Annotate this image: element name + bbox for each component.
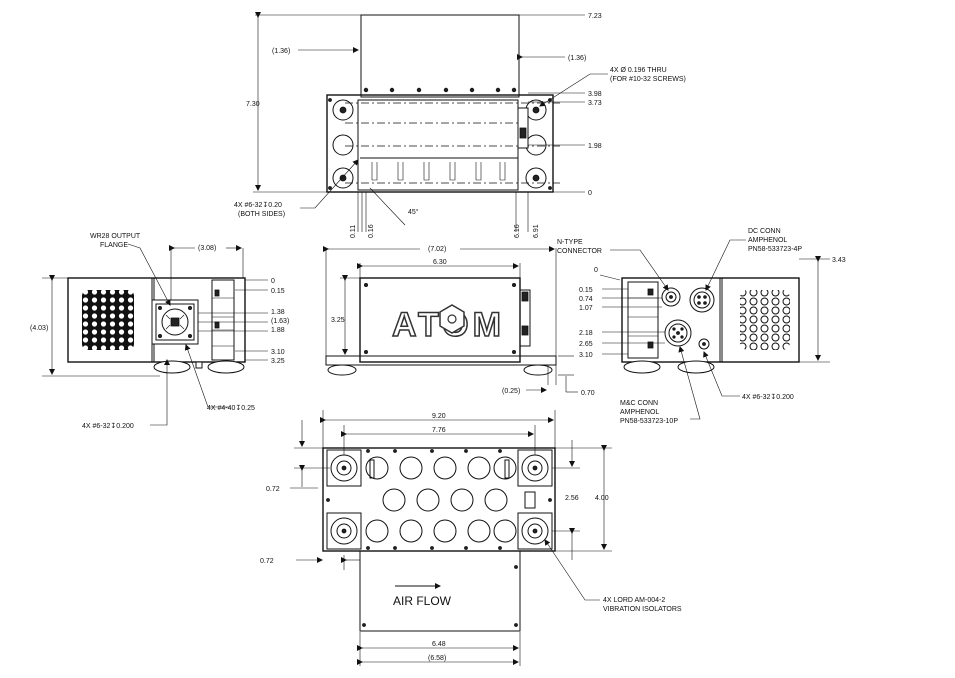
left-view-body [67, 277, 246, 363]
top-view: 7.23 7.30 (1.36) (1.36) 4X Ø 0.196 THRU … [234, 12, 686, 238]
note-wr28-output: WR28 OUTPUT [90, 233, 141, 240]
angle-45: 45° [408, 208, 419, 216]
left-view-grille [82, 290, 134, 350]
bottom-view-isolators [326, 449, 553, 550]
dim-1-63: (1.63) [271, 318, 289, 325]
note-mc-amphenol: AMPHENOL [620, 409, 659, 416]
bottom-view-dimensions: 9.20 7.76 0.72 0.72 2.56 4.00 4 [260, 410, 682, 666]
note-screw-both-sides: 4X #6-32↧0.20 [234, 201, 282, 209]
dim-3-73: 3.73 [588, 100, 602, 107]
dim-4-03: (4.03) [30, 325, 48, 332]
n-type-connector [661, 287, 681, 307]
note-flange: FLANGE [100, 242, 128, 249]
dim-9-20: 9.20 [432, 413, 446, 420]
top-view-isolators [332, 99, 547, 189]
top-view-dimensions: 7.23 7.30 (1.36) (1.36) 4X Ø 0.196 THRU … [234, 12, 686, 238]
dim-6-58: (6.58) [428, 655, 446, 662]
dim-0-72-b: 0.72 [260, 558, 274, 565]
note-dc-part: PN58-533723-4P [748, 246, 802, 253]
dim-0-left: 0 [271, 278, 275, 285]
dim-1-88: 1.88 [271, 327, 285, 334]
dim-0-15-left: 0.15 [271, 288, 285, 295]
note-dc-amphenol: AMPHENOL [748, 237, 787, 244]
dim-7-23: 7.23 [588, 13, 602, 20]
right-view-body [621, 277, 800, 363]
note-screw-4x632-left: 4X #6-32↧0.200 [82, 422, 134, 430]
dim-2-56: 2.56 [565, 495, 579, 502]
airflow-label: AIR FLOW [393, 594, 452, 608]
dim-1-07: 1.07 [579, 305, 593, 312]
dim-0-25: (0.25) [502, 388, 520, 395]
note-mc-conn: M&C CONN [620, 400, 658, 407]
bottom-view-extension [359, 550, 521, 632]
dim-0-top: 0 [588, 190, 592, 197]
dim-3-25-mid: 3.25 [331, 317, 345, 324]
top-view-base-plate [326, 94, 554, 193]
dim-0-11: 0.11 [350, 225, 357, 238]
note-both-sides: (BOTH SIDES) [238, 211, 285, 218]
left-side-view: WR28 OUTPUT FLANGE (3.08) 0 0.15 1.38 (1… [30, 233, 289, 430]
bottom-view-holes [365, 456, 517, 543]
right-view-grille [740, 290, 790, 350]
top-view-rear-housing [360, 14, 520, 98]
dc-connector [689, 287, 715, 313]
note-screw-4x632-right: 4X #6-32↧0.200 [742, 393, 794, 401]
top-view-screws [328, 87, 552, 190]
atom-logo-mark [439, 304, 465, 334]
note-n-type: N-TYPE [557, 239, 583, 246]
dim-7-02: (7.02) [428, 246, 446, 253]
dim-3-08: (3.08) [198, 245, 216, 252]
front-view-dimensions: (7.02) 6.30 3.25 (0.25) 0.70 [323, 246, 595, 397]
note-connector: CONNECTOR [557, 248, 602, 255]
wr28-flange [151, 299, 199, 345]
note-dc-conn: DC CONN [748, 228, 781, 235]
dim-1-98: 1.98 [588, 143, 602, 150]
dim-1-38: 1.38 [271, 309, 285, 316]
dim-1-36-left: (1.36) [272, 48, 290, 55]
note-mc-part: PN58-533723-10P [620, 418, 678, 425]
dim-6-48: 6.48 [432, 641, 446, 648]
dim-3-10-right: 3.10 [579, 352, 593, 359]
top-view-inner-body [357, 99, 519, 191]
dim-0-70: 0.70 [581, 390, 595, 397]
bottom-view: AIR FLOW 9.20 7.76 0.72 0.72 2.56 [260, 410, 682, 666]
dim-3-98: 3.98 [588, 91, 602, 98]
dim-6-16: 6.16 [514, 224, 521, 238]
dim-0-16: 0.16 [368, 224, 375, 238]
front-view-base [325, 355, 557, 366]
dim-3-43: 3.43 [832, 257, 846, 264]
dim-0-15-right: 0.15 [579, 287, 593, 294]
note-thru-screws: (FOR #10-32 SCREWS) [610, 76, 686, 83]
dim-2-18: 2.18 [579, 330, 593, 337]
dim-2-65: 2.65 [579, 341, 593, 348]
left-view-dimensions: WR28 OUTPUT FLANGE (3.08) 0 0.15 1.38 (1… [30, 233, 289, 430]
front-view: ATOM (7.02) 6.30 3.25 (0.25) [323, 246, 595, 397]
right-view-dimensions: N-TYPE CONNECTOR DC CONN AMPHENOL PN58-5… [557, 228, 846, 425]
dim-7-76: 7.76 [432, 427, 446, 434]
dim-7-30: 7.30 [246, 101, 260, 108]
note-vibration-isolators: VIBRATION ISOLATORS [603, 606, 682, 613]
dim-1-36-right: (1.36) [568, 55, 586, 62]
dim-4-00: 4.00 [595, 495, 609, 502]
top-view-fins [360, 157, 518, 181]
dim-6-30: 6.30 [433, 259, 447, 266]
dim-0-74: 0.74 [579, 296, 593, 303]
note-lord-isolators: 4X LORD AM-004-2 [603, 597, 665, 604]
dim-6-91: 6.91 [533, 224, 540, 238]
dim-0-right: 0 [594, 267, 598, 274]
right-side-view: N-TYPE CONNECTOR DC CONN AMPHENOL PN58-5… [557, 228, 846, 425]
mc-connector [664, 319, 692, 347]
dim-3-25-left: 3.25 [271, 358, 285, 365]
dim-0-72-a: 0.72 [266, 486, 280, 493]
dim-3-10-left: 3.10 [271, 349, 285, 356]
note-thru-holes: 4X Ø 0.196 THRU [610, 67, 667, 74]
note-screw-4x440: 4X #4-40↧0.25 [207, 404, 255, 412]
bottom-view-screws [326, 449, 552, 627]
